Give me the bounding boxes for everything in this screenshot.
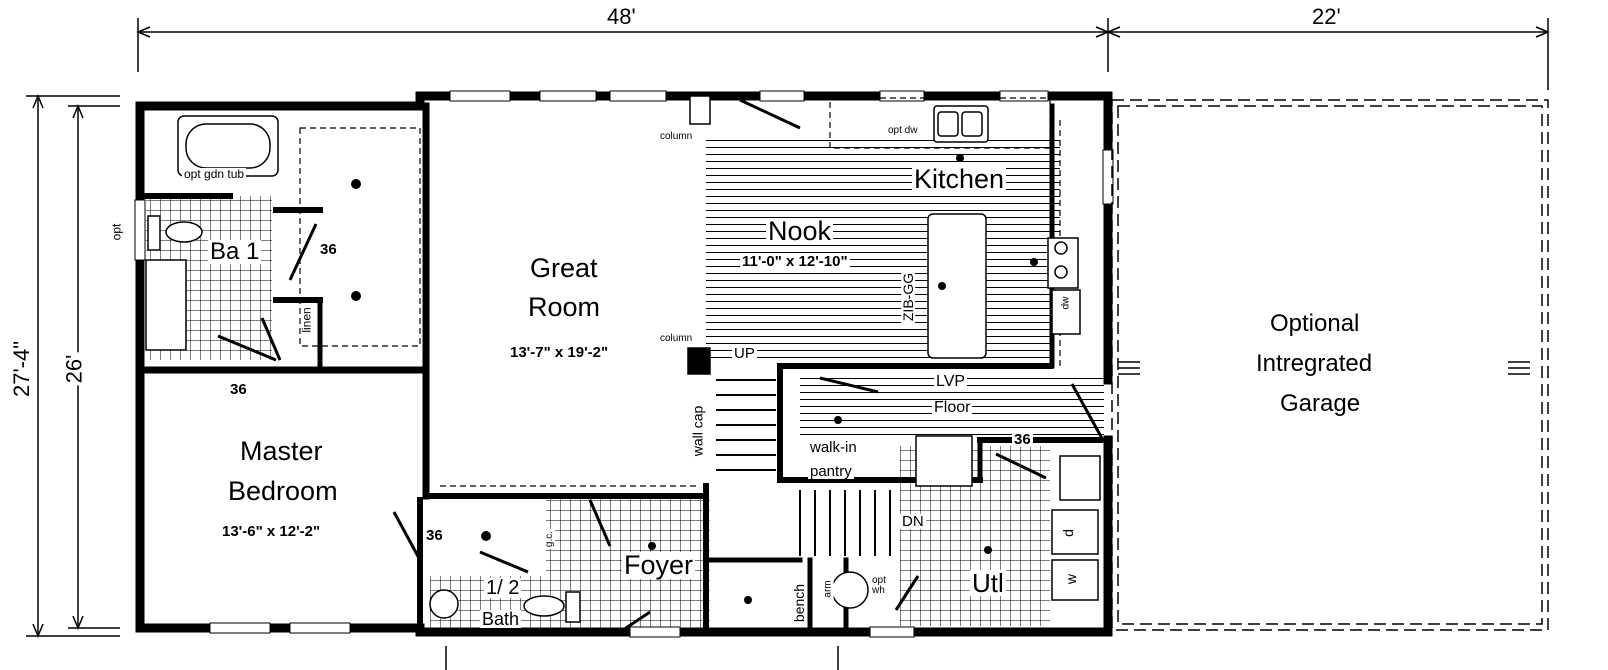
dw-label: dw: [1060, 294, 1072, 312]
linen-label: linen: [299, 305, 314, 335]
dim-width-garage: 22': [1312, 4, 1341, 29]
kitchen-label: Kitchen: [912, 164, 1007, 194]
zib-gg-label: ZIB-GG: [900, 270, 917, 324]
door-36-util: 36: [1012, 431, 1033, 448]
garage-label-2: Intregrated: [1256, 350, 1373, 377]
column-label-top: column: [658, 131, 695, 142]
opt-toilet-label: opt: [109, 223, 124, 241]
bath1-label: Ba 1: [208, 238, 262, 265]
garage-label-3: Garage: [1280, 390, 1361, 417]
opt-gdn-tub-label: opt gdn tub: [182, 167, 247, 181]
nook-size: 11'-0" x 12'-10": [740, 253, 850, 270]
half-bath-label-2: Bath: [480, 609, 522, 629]
gc-label: g.c.: [544, 528, 556, 550]
utility-label: Utl: [970, 568, 1006, 598]
master-bedroom-label-2: Bedroom: [228, 476, 338, 506]
stairs-up-label: UP: [732, 345, 757, 362]
foyer-label: Foyer: [622, 550, 696, 580]
door-36-closet: 36: [426, 527, 443, 544]
garage-outline: [1111, 99, 1549, 631]
dim-width-main: 48': [607, 4, 636, 29]
garage-label-1: Optional: [1270, 310, 1360, 337]
opt-wh-label: opt wh: [870, 575, 888, 596]
master-bedroom-label-1: Master: [240, 436, 323, 466]
opt-dw-label: opt dw: [886, 125, 920, 136]
lvp-label-1: LVP: [934, 373, 968, 390]
dim-height-outer: 27'-4": [9, 338, 35, 400]
dryer-label: d: [1059, 529, 1076, 537]
master-bedroom-size: 13'-6" x 12'-2": [222, 523, 321, 540]
door-36-master: 36: [230, 381, 247, 398]
half-bath-label-1: 1/ 2: [484, 577, 522, 599]
pantry-label-2: pantry: [808, 463, 854, 480]
great-room-label-1: Great: [530, 253, 598, 283]
washer-label: w: [1063, 573, 1080, 585]
great-room-size: 13'-7" x 19'-2": [510, 344, 609, 361]
dim-height-inner: 26': [61, 352, 87, 386]
great-room-label-2: Room: [528, 292, 601, 322]
nook-label: Nook: [766, 216, 834, 246]
lvp-label-2: Floor: [932, 399, 973, 416]
bench-label: bench: [791, 581, 808, 625]
column-label-mid: column: [658, 333, 695, 344]
pantry-label-1: walk-in: [808, 439, 859, 456]
wall-cap-label: wall cap: [689, 403, 706, 459]
arm-label: arm: [822, 578, 834, 600]
stairs-down-label: DN: [900, 513, 926, 530]
door-36-bath: 36: [320, 241, 337, 258]
